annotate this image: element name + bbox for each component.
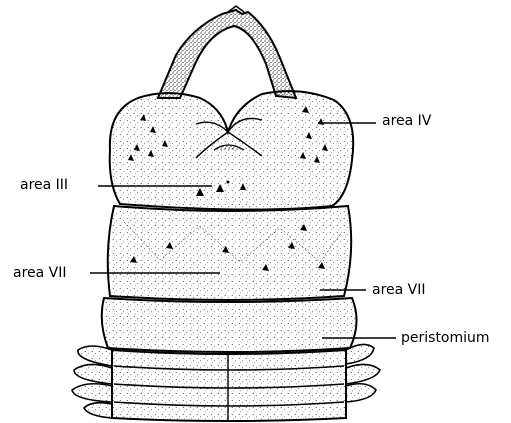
label-area-vii-right: area VII [372,282,426,298]
area-vii-ring [108,206,351,300]
body-segments [72,344,380,421]
head-lobe [110,91,353,209]
label-area-vii-left: area VII [13,265,67,281]
peristomium-ring [102,298,357,352]
label-area-iv: area IV [382,113,431,129]
jaw-arch [158,6,296,98]
label-area-iii: area III [20,177,68,193]
label-peristomium: peristomium [401,330,490,346]
